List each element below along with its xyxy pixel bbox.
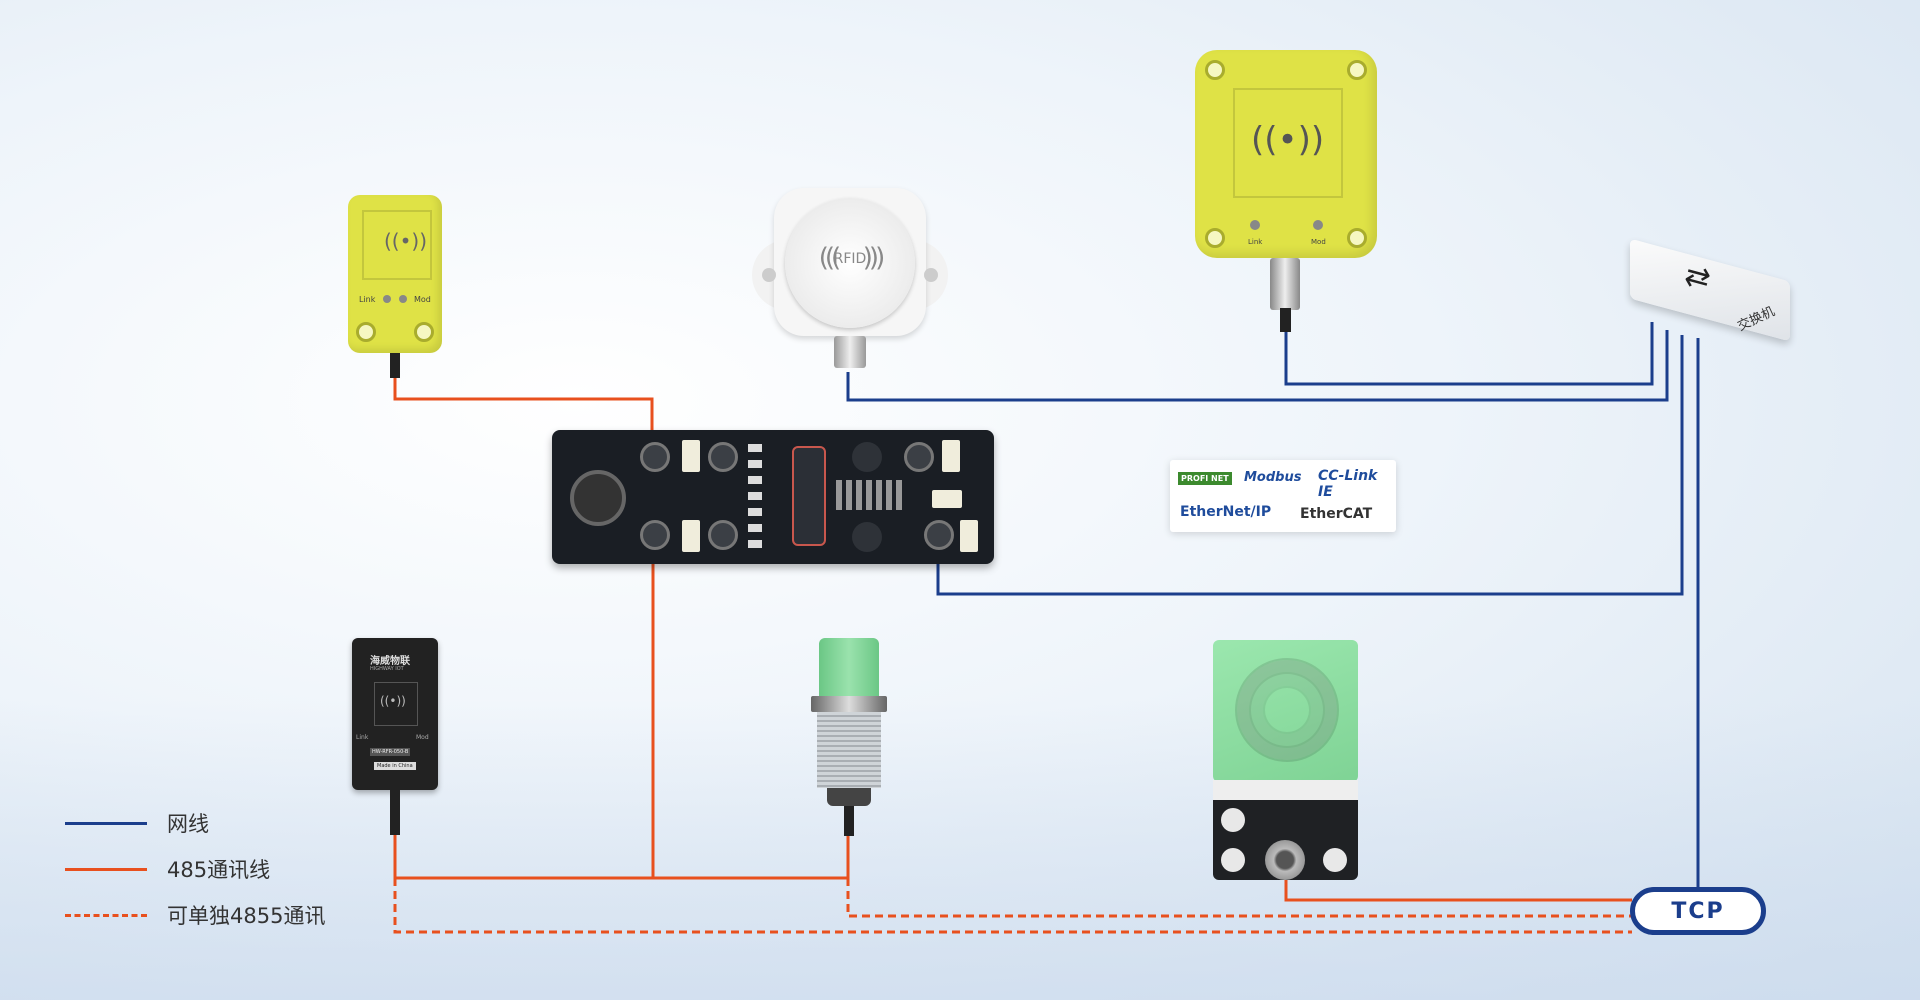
led-mod-label: Mod — [1311, 238, 1326, 246]
led-link-label: Link — [356, 734, 369, 741]
rfid-label: RFID — [833, 251, 867, 267]
led-mod-label: Mod — [416, 734, 429, 741]
reader-origin: Made in China — [374, 762, 416, 770]
green-square-sensor — [1213, 640, 1358, 880]
legend-network: 网线 — [65, 808, 209, 838]
io-module — [552, 430, 994, 564]
port-icon — [924, 520, 954, 550]
mount-hole-icon — [1347, 60, 1367, 80]
wifi-icon: ((•)) — [1251, 120, 1325, 160]
wifi-icon: ((•)) — [380, 694, 406, 708]
protocol-logos-card: PROFI NET Modbus CC-Link IE EtherNet/IP … — [1170, 460, 1396, 532]
legend-rs485-single-label: 可单独4855通讯 — [167, 904, 326, 928]
led-link-label: Link — [359, 295, 376, 304]
led-mod-icon — [399, 295, 407, 303]
mount-hole-icon — [1205, 228, 1225, 248]
port-icon — [708, 520, 738, 550]
port-icon — [904, 442, 934, 472]
tcp-badge: TCP — [1630, 887, 1766, 935]
network-wire-io-module — [936, 335, 1684, 596]
led-mod-label: Mod — [414, 295, 431, 304]
rfid-round-reader: ((( ))) RFID — [752, 188, 948, 368]
yellow-rfid-sensor-large: ((•)) Link Mod — [1195, 50, 1377, 260]
cylindrical-proximity-sensor — [805, 636, 893, 836]
mount-hole-icon — [1205, 60, 1225, 80]
target-icon — [1235, 658, 1339, 762]
legend-rs485-single-line — [65, 913, 147, 917]
m12-connector-icon — [570, 470, 626, 526]
rs485-single-wire-reader — [393, 878, 1632, 934]
black-rfid-reader: 海威物联 HIGHWAY IOT ((•)) Link Mod HW-RFR-0… — [352, 638, 438, 790]
legend-rs485: 485通讯线 — [65, 854, 270, 884]
rs485-wire-yellow-small — [393, 378, 654, 448]
mount-hole-icon — [414, 322, 434, 342]
wifi-icon: ((•)) — [384, 229, 428, 253]
legend-rs485-line — [65, 867, 147, 871]
mount-hole-icon — [1323, 848, 1347, 872]
legend-network-label: 网线 — [167, 812, 209, 836]
ethernetip-logo: EtherNet/IP — [1180, 504, 1272, 520]
reader-model: HW-RFR-050-B — [370, 748, 411, 756]
cclink-logo: CC-Link IE — [1318, 468, 1378, 500]
port-icon — [640, 442, 670, 472]
rfid-waves-icon: ((( ))) — [818, 243, 885, 273]
port-icon — [640, 520, 670, 550]
mount-hole-icon — [356, 322, 376, 342]
led-link-icon — [1250, 220, 1260, 230]
port-icon — [708, 442, 738, 472]
reader-brand-en: HIGHWAY IOT — [370, 666, 404, 672]
profinet-logo: PROFI NET — [1178, 472, 1232, 485]
led-link-icon — [383, 295, 391, 303]
led-link-label: Link — [1248, 238, 1263, 246]
yellow-rfid-sensor-small: ((•)) Link Mod — [348, 195, 442, 353]
modbus-logo: Modbus — [1244, 470, 1302, 485]
mount-hole-icon — [762, 268, 776, 282]
mount-hole-icon — [924, 268, 938, 282]
led-mod-icon — [1313, 220, 1323, 230]
network-wire-rfid-round — [846, 330, 1669, 402]
mount-hole-icon — [1221, 808, 1245, 832]
network-switch: ⇄ 交换机 — [1630, 238, 1792, 352]
reader-brand: 海威物联 — [370, 656, 410, 667]
network-wire-yellow-large — [1284, 322, 1654, 386]
legend-network-line — [65, 821, 147, 825]
mount-hole-icon — [1221, 848, 1245, 872]
rs485-single-wire-cylinder — [846, 878, 1632, 918]
display-window — [792, 446, 826, 546]
legend-rs485-label: 485通讯线 — [167, 858, 271, 882]
rs485-bus — [393, 835, 850, 880]
mount-hole-icon — [1347, 228, 1367, 248]
ethercat-logo: EtherCAT — [1300, 506, 1373, 522]
legend-rs485-single: 可单独4855通讯 — [65, 900, 325, 930]
